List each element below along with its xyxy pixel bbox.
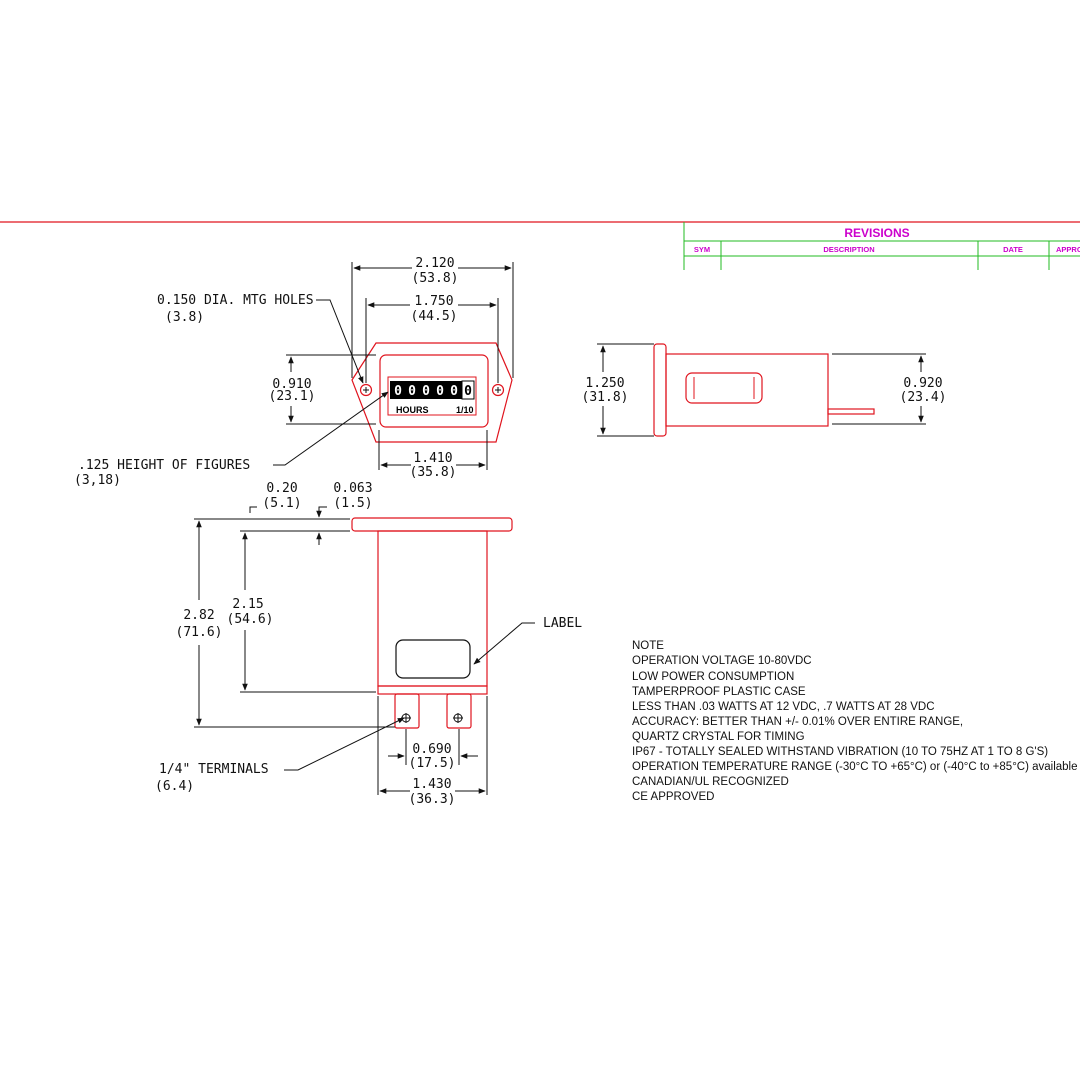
dim-overall-width-mm: (53.8) [412,271,459,286]
dim-height: 0.910 [272,377,311,392]
note-line: ACCURACY: BETTER THAN +/- 0.01% OVER ENT… [632,716,963,728]
terminals-mm: (6.4) [155,779,194,794]
notes-block: NOTE OPERATION VOLTAGE 10-80VDC LOW POWE… [632,640,1078,803]
counter-digit: 0 [450,384,458,399]
note-line: IP67 - TOTALLY SEALED WITHSTAND VIBRATIO… [632,746,1048,758]
terminal-left [394,693,420,729]
mtg-holes-label: 0.150 DIA. MTG HOLES [157,293,314,308]
note-line: CE APPROVED [632,791,714,803]
side-terminal [827,408,875,415]
dim-flange-offset: 0.20 [266,481,297,496]
dim-side-body-height: 0.920 [903,376,942,391]
note-line: TAMPERPROOF PLASTIC CASE [632,686,806,698]
terminals-label: 1/4" TERMINALS [159,762,269,777]
note-line: NOTE [632,640,664,652]
rev-col-sym: SYM [694,245,710,254]
note-line: OPERATION TEMPERATURE RANGE (-30°C TO +6… [632,761,1078,773]
label-callout: LABEL [543,616,582,631]
dim-bottom-width: 1.430 [412,777,451,792]
dim-flange-thickness-mm: (1.5) [333,496,372,511]
dim-side-height-mm: (31.8) [582,390,629,405]
front-flange-outline [351,342,513,443]
counter-digit: 0 [408,384,416,399]
bottom-base [377,685,488,695]
side-flange [653,343,667,437]
label-area [395,639,471,679]
counter-scale-label: 1/10 [456,405,474,415]
note-line: QUARTZ CRYSTAL FOR TIMING [632,731,805,743]
side-view: 1.250 (31.8) 0.920 (23.4) [582,343,947,437]
mtg-hole-left-icon [359,383,373,397]
note-line: LOW POWER CONSUMPTION [632,671,794,683]
rev-col-approved: APPRO [1056,245,1080,254]
counter-digit: 0 [436,384,444,399]
dim-overall-length-mm: (71.6) [176,625,223,640]
dim-height-mm: (23.1) [269,389,316,404]
counter-digit: 0 [422,384,430,399]
dim-overall-length: 2.82 [183,608,214,623]
terminal-right [446,693,472,729]
revisions-title: REVISIONS [844,226,909,240]
dim-side-height: 1.250 [585,376,624,391]
dim-terminal-spacing-mm: (17.5) [409,756,456,771]
rev-col-date: DATE [1003,245,1023,254]
front-window [379,354,489,428]
dim-bottom-width-mm: (36.3) [409,792,456,807]
dim-overall-width: 2.120 [415,256,454,271]
counter-display [390,381,462,399]
dim-body-width-mm: (35.8) [410,465,457,480]
counter-last-cell [461,380,475,400]
side-grip [685,372,763,404]
figures-label: .125 HEIGHT OF FIGURES [78,458,250,473]
mtg-holes-mm: (3.8) [165,310,204,325]
dim-flange-offset-mm: (5.1) [262,496,301,511]
note-line: LESS THAN .03 WATTS AT 12 VDC, .7 WATTS … [632,701,935,713]
counter-unit-label: HOURS [396,405,429,415]
counter-last-digit: 0 [464,384,472,399]
dim-side-body-height-mm: (23.4) [900,390,947,405]
note-line: OPERATION VOLTAGE 10-80VDC [632,655,812,667]
revisions-block: REVISIONS SYM DESCRIPTION DATE APPRO [683,222,1080,270]
bottom-body [377,530,488,687]
dim-body-width: 1.410 [413,451,452,466]
figures-mm: (3,18) [74,473,121,488]
rev-col-description: DESCRIPTION [823,245,874,254]
dim-hole-spacing: 1.750 [414,294,453,309]
bottom-flange [351,517,513,532]
dim-hole-spacing-mm: (44.5) [411,309,458,324]
side-body [665,353,829,427]
counter-digit: 0 [394,384,402,399]
mtg-hole-right-icon [491,383,505,397]
dim-body-length: 2.15 [232,597,263,612]
bottom-view: 0.20 (5.1) 0.063 (1.5) 2.82 (71.6) 2.15 … [155,481,582,807]
dim-flange-thickness: 0.063 [333,481,372,496]
front-view: 0 0 0 0 0 0 HOURS 1/10 2.120 (53.8) 1.75… [74,256,514,488]
dim-terminal-spacing: 0.690 [412,742,451,757]
note-line: CANADIAN/UL RECOGNIZED [632,776,789,788]
dim-body-length-mm: (54.6) [227,612,274,627]
